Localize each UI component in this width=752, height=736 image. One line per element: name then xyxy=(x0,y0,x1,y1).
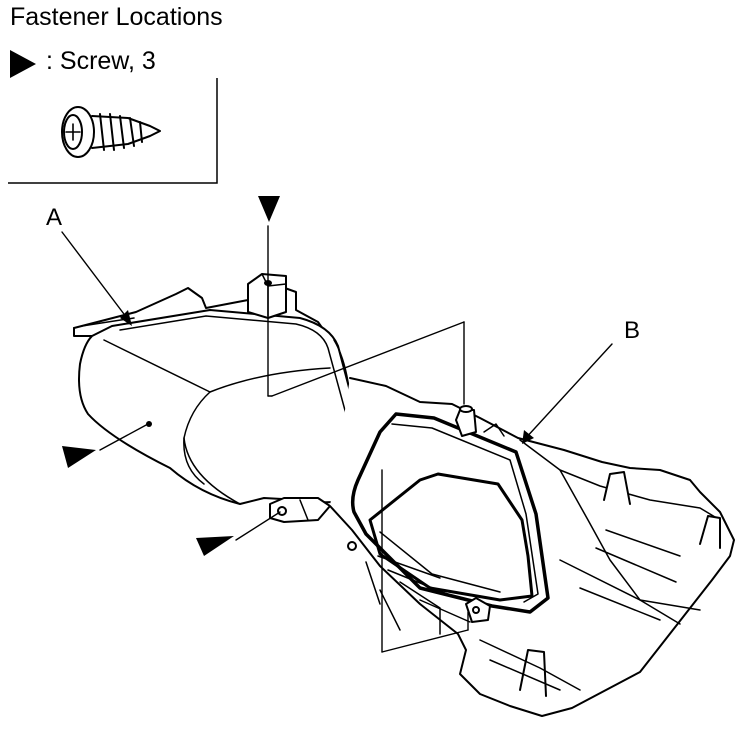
callout-b: B xyxy=(624,317,641,344)
part-a-housing xyxy=(73,273,367,523)
fastener-marker-icon xyxy=(258,196,280,222)
arrowhead-b xyxy=(522,430,534,444)
leader-lines xyxy=(61,225,613,653)
legend-triangle-marker-icon xyxy=(10,50,36,78)
fastener-marker-icon xyxy=(62,446,96,468)
legend-label: : Screw, 3 xyxy=(46,47,156,75)
fastener-marker-icon xyxy=(196,536,234,556)
part-b-tray xyxy=(329,377,735,717)
page-title: Fastener Locations xyxy=(10,3,223,31)
legend-frame xyxy=(8,78,218,184)
arrowhead-a xyxy=(120,310,132,326)
screw-icon xyxy=(61,106,161,158)
callout-a: A xyxy=(46,204,63,231)
